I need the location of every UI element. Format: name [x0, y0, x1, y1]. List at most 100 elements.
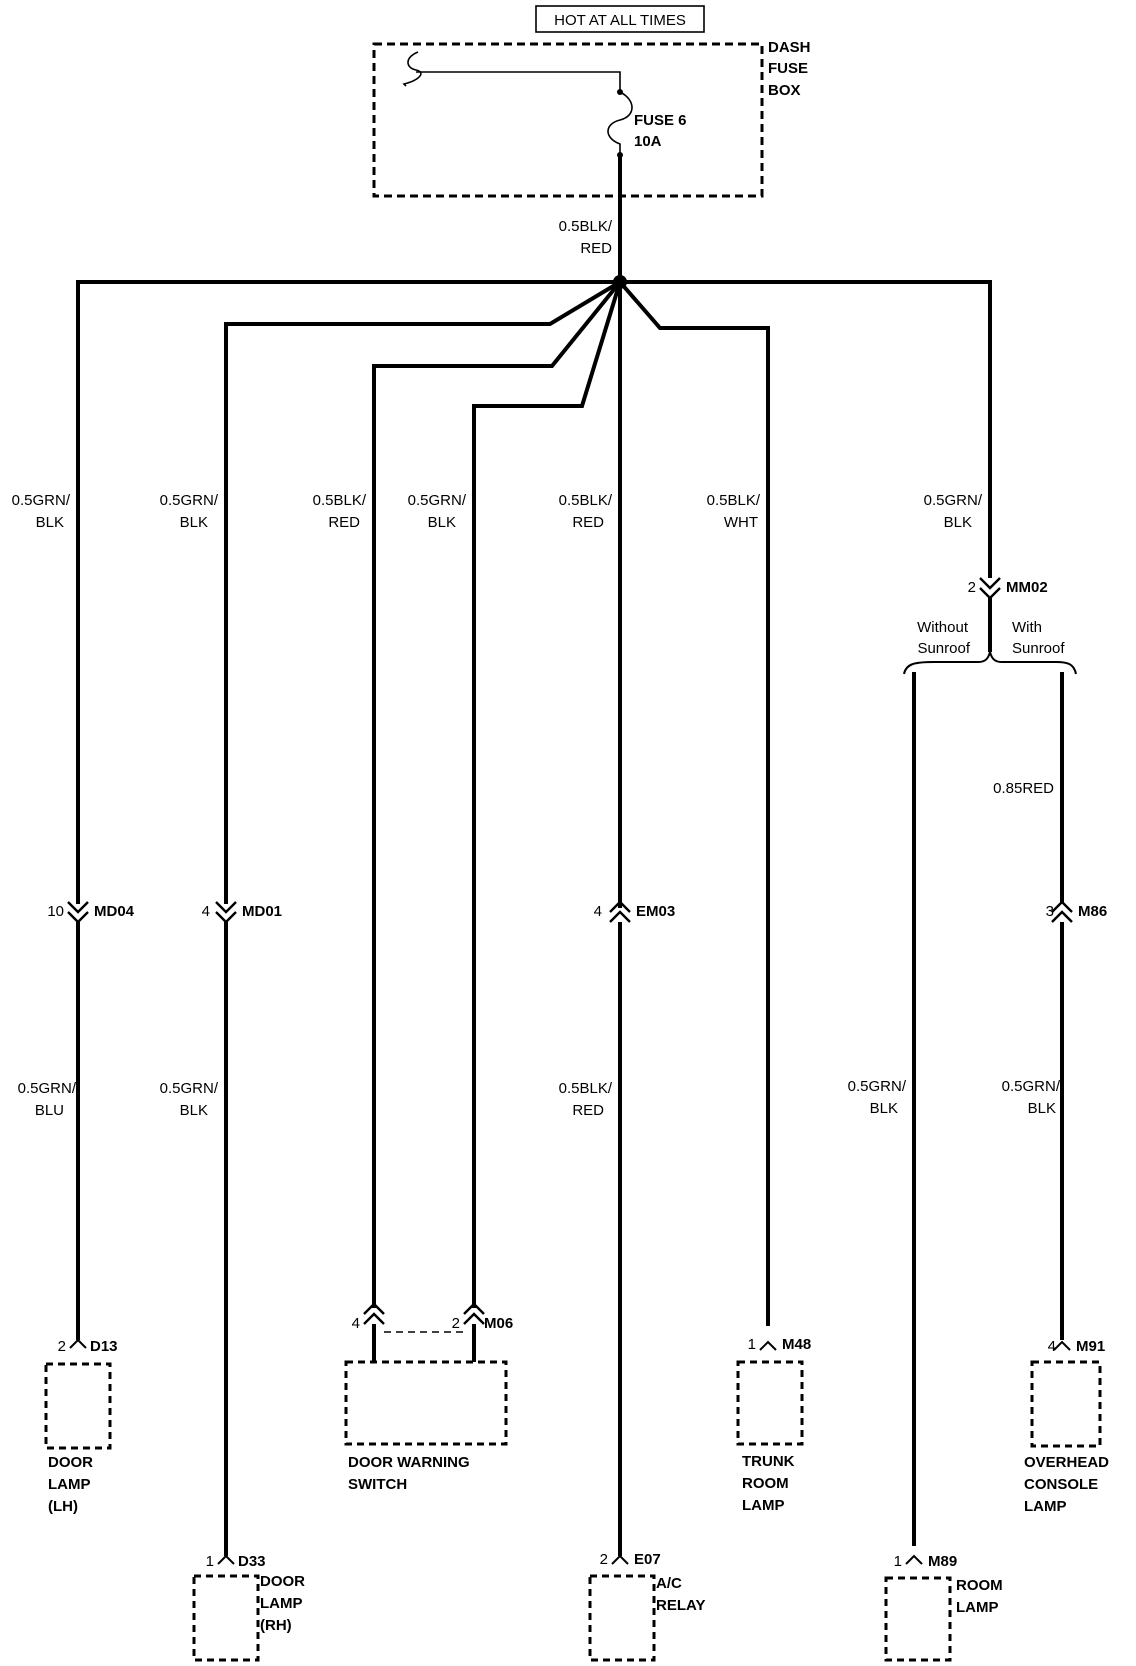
header-box	[535, 5, 705, 33]
fuse-rating: 10A	[634, 133, 662, 150]
option-with-sunroof-l2: Sunroof	[1012, 640, 1065, 657]
wire-door-warning-a	[372, 280, 622, 1308]
ac-relay: 2 E07 A/C RELAY	[588, 1551, 705, 1662]
trunk-wire1-l2: WHT	[724, 514, 758, 531]
wire-door-lh-upper	[76, 280, 620, 904]
door-lamp-lh-box	[44, 1362, 112, 1450]
em03-id: EM03	[636, 903, 675, 920]
wire-door-warning-b	[472, 281, 622, 1308]
m86-id: M86	[1078, 903, 1107, 920]
md01-id: MD01	[242, 903, 282, 920]
m89-terminal-symbol	[905, 1554, 923, 1565]
door-lamp-lh-name-l3: (LH)	[48, 1498, 78, 1515]
mm02-connector-symbol	[979, 577, 1001, 600]
m86-connector-symbol	[1051, 900, 1073, 923]
fuse-box-name-line3: BOX	[768, 82, 801, 99]
option-without-sunroof-l1: Without	[917, 619, 969, 636]
trunk-room-lamp: 1 M48 TRUNK ROOM LAMP	[736, 1336, 811, 1514]
overhead-wire2-l2: BLK	[1028, 1100, 1056, 1117]
door-lamp-lh: 2 D13 DOOR LAMP (LH)	[44, 1338, 118, 1515]
door-rh-wire1-l1: 0.5GRN/	[160, 492, 219, 509]
m89-pin: 1	[894, 1553, 902, 1570]
feed-wire-color-line2: RED	[580, 240, 612, 257]
power-source-header: HOT AT ALL TIMES	[535, 5, 705, 33]
fuse-symbol	[607, 91, 633, 156]
trunk-name-l1: TRUNK	[742, 1453, 795, 1470]
door-warning-name-l1: DOOR WARNING	[348, 1454, 470, 1471]
em03-pin: 4	[594, 903, 602, 920]
overhead-wire1: 0.85RED	[993, 780, 1054, 797]
ac-relay-name-l2: RELAY	[656, 1597, 705, 1614]
e07-pin: 2	[600, 1551, 608, 1568]
m48-terminal-symbol	[759, 1340, 777, 1351]
door-warning-switch: 4 2 M06 DOOR WARNING SWITCH	[344, 1302, 513, 1493]
m86-connector: 3 M86	[1046, 900, 1107, 923]
d33-id: D33	[238, 1553, 266, 1570]
mm02-connector: 2 MM02	[968, 577, 1048, 600]
md04-connector: 10 MD04	[47, 901, 135, 924]
ac-relay-wire2-l1: 0.5BLK/	[559, 1080, 613, 1097]
door-warning-wireA-l2: RED	[328, 514, 360, 531]
branch-wires	[76, 280, 992, 1326]
door-lamp-lh-name-l2: LAMP	[48, 1476, 91, 1493]
md04-id: MD04	[94, 903, 135, 920]
md01-pin: 4	[202, 903, 210, 920]
md01-connector: 4 MD01	[202, 901, 282, 924]
door-lamp-rh-name-l2: LAMP	[260, 1595, 303, 1612]
overhead-wire2-l1: 0.5GRN/	[1002, 1078, 1061, 1095]
trunk-wire1-l1: 0.5BLK/	[707, 492, 761, 509]
sunroof-option-bracket	[903, 651, 1077, 675]
m06-pin2-symbol	[463, 1302, 485, 1325]
door-warning-wireB-l1: 0.5GRN/	[408, 492, 467, 509]
feed-wire-color-line1: 0.5BLK/	[559, 218, 613, 235]
d13-id: D13	[90, 1338, 118, 1355]
d33-terminal-symbol	[217, 1554, 235, 1565]
door-lamp-rh-name-l1: DOOR	[260, 1573, 305, 1590]
door-lamp-rh-box	[192, 1574, 260, 1662]
md04-connector-symbol	[67, 901, 89, 924]
door-lh-wire1-l1: 0.5GRN/	[12, 492, 71, 509]
m91-id: M91	[1076, 1338, 1105, 1355]
md04-pin: 10	[47, 903, 64, 920]
room-lamp: 1 M89 ROOM LAMP	[884, 1553, 1003, 1662]
trunk-room-lamp-box	[736, 1360, 804, 1446]
door-warning-wireB-l2: BLK	[428, 514, 456, 531]
trunk-name-l2: ROOM	[742, 1475, 789, 1492]
door-lamp-lh-name-l1: DOOR	[48, 1454, 93, 1471]
door-warning-name-l2: SWITCH	[348, 1476, 407, 1493]
ac-relay-wire1-l2: RED	[572, 514, 604, 531]
room-lamp-wire-l2: BLK	[870, 1100, 898, 1117]
md01-connector-symbol	[215, 901, 237, 924]
option-with-sunroof-l1: With	[1012, 619, 1042, 636]
overhead-name-l3: LAMP	[1024, 1498, 1067, 1515]
door-rh-wire2-l2: BLK	[180, 1102, 208, 1119]
roof-wire1-l2: BLK	[944, 514, 972, 531]
m06-pinB: 2	[452, 1315, 460, 1332]
door-lh-wire2-l1: 0.5GRN/	[18, 1080, 77, 1097]
fuse-feed-line	[416, 71, 621, 92]
fuse-box-outline	[372, 42, 764, 198]
roof-wire1-l1: 0.5GRN/	[924, 492, 983, 509]
m06-id: M06	[484, 1315, 513, 1332]
d33-pin: 1	[206, 1553, 214, 1570]
overhead-console-lamp-box	[1030, 1360, 1102, 1448]
door-warning-switch-box	[344, 1360, 508, 1446]
trunk-name-l3: LAMP	[742, 1497, 785, 1514]
room-lamp-name-l2: LAMP	[956, 1599, 999, 1616]
ac-relay-name-l1: A/C	[656, 1575, 682, 1592]
wire-roof-upper	[620, 280, 992, 578]
wire-trunk	[618, 280, 770, 1326]
door-rh-wire1-l2: BLK	[180, 514, 208, 531]
room-lamp-box	[884, 1576, 952, 1662]
m06-pinA: 4	[352, 1315, 360, 1332]
hot-at-all-times-label: HOT AT ALL TIMES	[554, 12, 686, 29]
fuse-label: FUSE 6	[634, 112, 687, 129]
fuse-box-name-line1: DASH	[768, 39, 811, 56]
door-lamp-rh: 1 D33 DOOR LAMP (RH)	[192, 1553, 305, 1662]
bus-bar-symbol	[402, 51, 422, 87]
overhead-console-lamp: 4 M91 OVERHEAD CONSOLE LAMP	[1024, 1338, 1109, 1515]
door-lh-wire1-l2: BLK	[36, 514, 64, 531]
door-warning-wireA-l1: 0.5BLK/	[313, 492, 367, 509]
e07-terminal-symbol	[611, 1554, 629, 1565]
